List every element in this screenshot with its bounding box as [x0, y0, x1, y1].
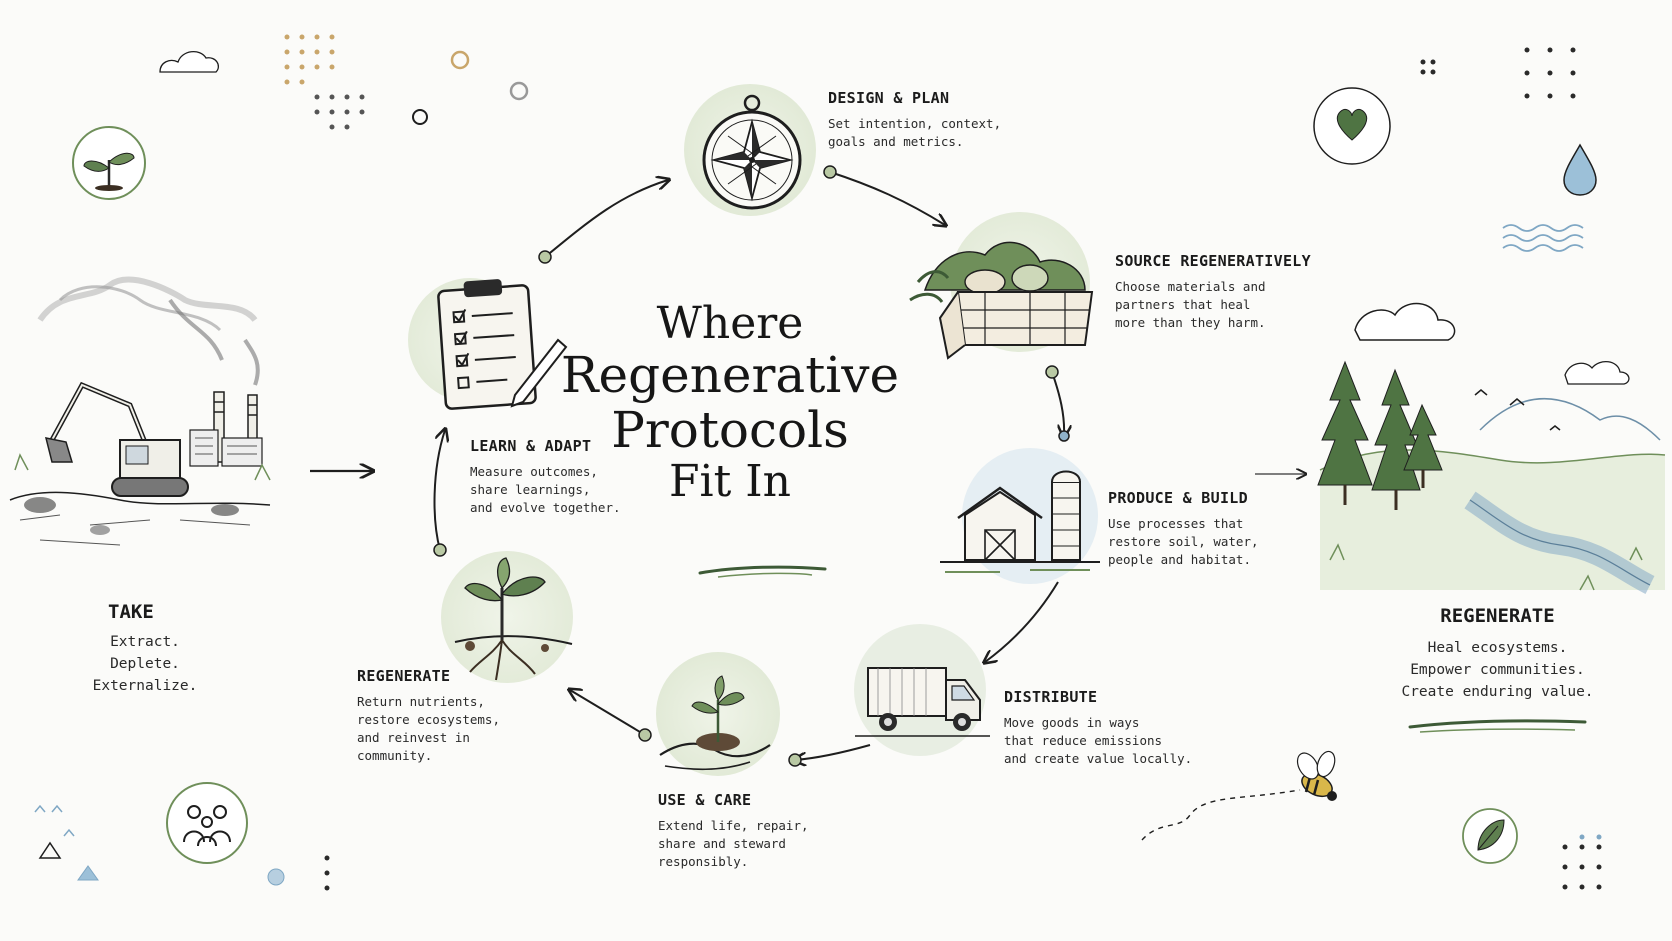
step-desc: Measure outcomes, share learnings, and e…	[470, 464, 621, 515]
water-drop-icon	[1563, 143, 1597, 196]
step-produce: PRODUCE & BUILD Use processes that resto…	[1108, 489, 1259, 569]
take-desc: Extract. Deplete. Externalize.	[92, 634, 198, 694]
arrow-produce-to-distribute	[985, 581, 1059, 662]
arrow-distribute-to-use	[795, 744, 871, 760]
heart-icon	[1313, 87, 1391, 165]
step-desc: Extend life, repair, share and steward r…	[658, 818, 809, 869]
arrow-source-to-produce	[1051, 371, 1064, 436]
step-design: DESIGN & PLAN Set intention, context, go…	[828, 89, 1001, 151]
step-heading: DESIGN & PLAN	[828, 89, 950, 107]
step-heading: SOURCE REGENERATIVELY	[1115, 252, 1311, 270]
arrow-learn-to-design	[544, 180, 668, 258]
title-line-3: Protocols	[611, 401, 849, 460]
step-heading: PRODUCE & BUILD	[1108, 489, 1248, 507]
step-source: SOURCE REGENERATIVELY Choose materials a…	[1115, 252, 1311, 332]
leaf-badge-icon	[1462, 808, 1518, 864]
seedling-badge-icon	[72, 126, 146, 200]
outcome-desc: Heal ecosystems. Empower communities. Cr…	[1401, 640, 1594, 700]
take-heading: TAKE	[108, 601, 154, 623]
take-label: TAKE Extract. Deplete. Externalize.	[60, 601, 230, 697]
arrow-regenerate-to-learn	[433, 430, 445, 551]
outcome-label: REGENERATE Heal ecosystems. Empower comm…	[1390, 605, 1605, 703]
bee-icon	[1141, 750, 1337, 841]
title-line-1: Where	[656, 298, 804, 349]
forest-river-icon	[1317, 302, 1666, 594]
vegetable-crate-icon	[909, 212, 1094, 360]
step-desc: Move goods in ways that reduce emissions…	[1004, 715, 1193, 766]
factory-excavator-icon	[9, 276, 271, 546]
title-line-4: Fit In	[669, 456, 791, 508]
compass-icon	[684, 84, 816, 216]
step-heading: DISTRIBUTE	[1004, 688, 1098, 706]
diagram-title: Where Regenerative Protocols Fit In	[560, 298, 900, 508]
step-heading: USE & CARE	[658, 791, 752, 809]
step-heading: REGENERATE	[357, 667, 451, 685]
arrow-use-to-regenerate	[570, 690, 646, 736]
step-learn: LEARN & ADAPT Measure outcomes, share le…	[470, 437, 621, 517]
hands-seedling-icon	[656, 652, 780, 776]
step-distribute: DISTRIBUTE Move goods in ways that reduc…	[1004, 688, 1192, 768]
step-desc: Return nutrients, restore ecosystems, an…	[357, 694, 500, 763]
decorations	[34, 34, 1602, 891]
cycle-arrows	[310, 165, 1305, 766]
title-line-2: Regenerative	[560, 346, 900, 405]
step-use: USE & CARE Extend life, repair, share an…	[658, 791, 809, 871]
arrow-design-to-source	[829, 171, 945, 225]
outcome-heading: REGENERATE	[1440, 605, 1555, 627]
step-heading: LEARN & ADAPT	[470, 437, 592, 455]
truck-icon	[854, 624, 990, 756]
step-desc: Set intention, context, goals and metric…	[828, 116, 1002, 149]
step-desc: Choose materials and partners that heal …	[1115, 279, 1266, 330]
waves-icon	[1502, 224, 1584, 252]
clipboard-checklist-icon	[408, 278, 568, 410]
title-underline	[698, 565, 827, 575]
step-regenerate: REGENERATE Return nutrients, restore eco…	[357, 667, 500, 765]
cloud-icon	[159, 51, 220, 73]
sprout-roots-icon	[441, 551, 573, 683]
barn-silo-icon	[940, 448, 1100, 584]
community-icon	[166, 782, 248, 864]
step-desc: Use processes that restore soil, water, …	[1108, 516, 1259, 567]
